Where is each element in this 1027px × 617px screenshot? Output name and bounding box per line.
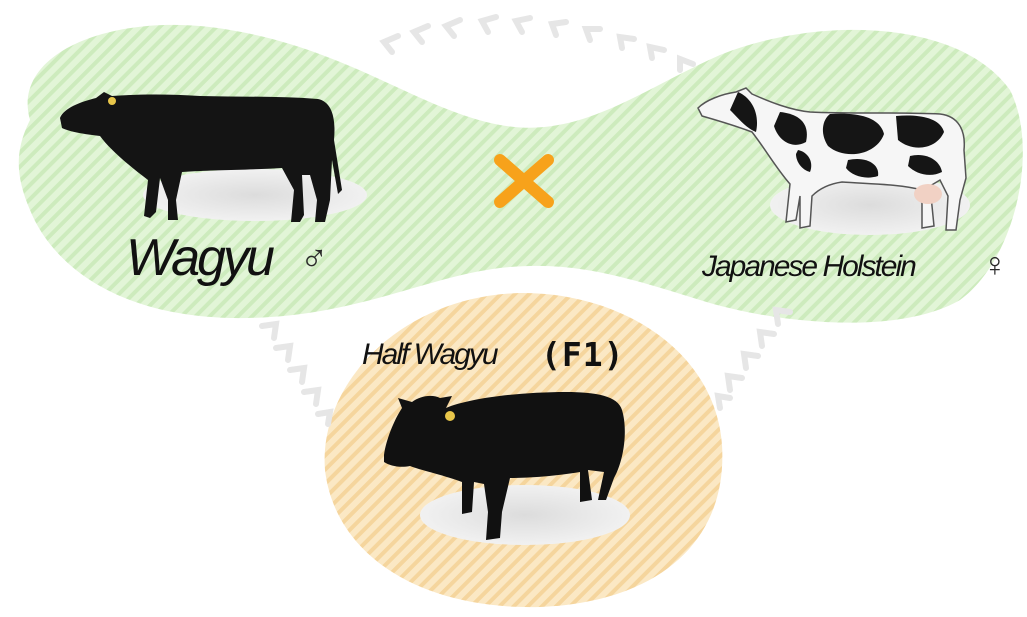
wagyu-label: Wagyu	[126, 232, 272, 284]
f1-generation-tag: (F1)	[541, 338, 624, 371]
japanese-holstein-label: Japanese Holstein	[702, 252, 915, 282]
f1-ear-tag	[445, 411, 455, 421]
f1-ground-shadow	[420, 485, 630, 545]
male-symbol-icon: ♂	[300, 240, 329, 278]
chevron-arrows-right	[718, 310, 790, 408]
half-wagyu-label: Half Wagyu	[362, 340, 497, 370]
female-symbol-icon: ♀	[982, 248, 1008, 282]
chevron-arrows-left	[262, 324, 330, 424]
wagyu-ear-tag	[108, 97, 116, 105]
chevron-arrows-top	[384, 17, 693, 70]
